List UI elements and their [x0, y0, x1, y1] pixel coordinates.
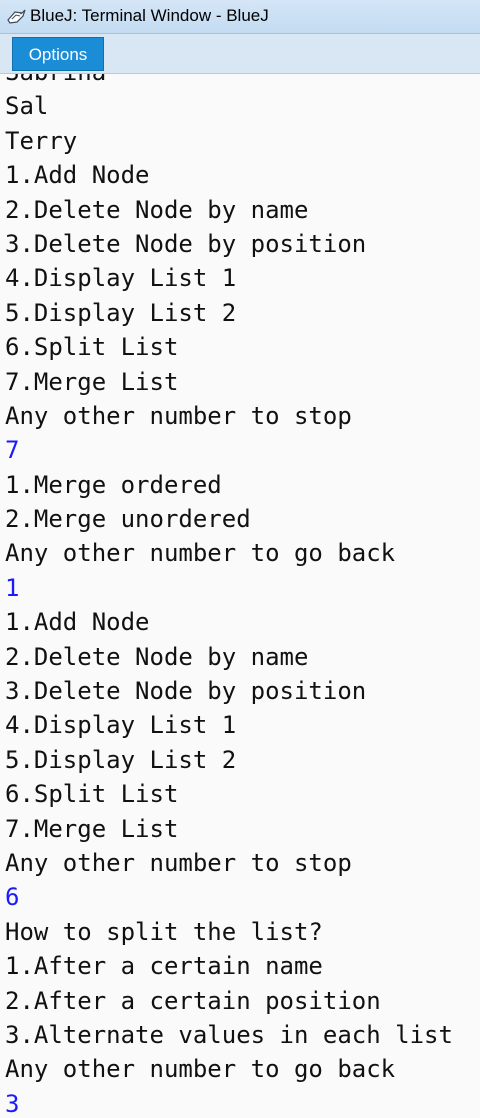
terminal-line: 7.Merge List — [5, 367, 179, 396]
terminal-line: Any other number to stop — [5, 848, 352, 877]
terminal-line: Any other number to go back — [5, 539, 396, 568]
terminal-line: 2.Delete Node by name — [5, 195, 309, 224]
terminal-line: 2.Delete Node by name — [5, 642, 309, 671]
terminal-line: 3.Delete Node by position — [5, 229, 367, 258]
bluej-bird-icon — [6, 8, 26, 26]
terminal-line: Sal — [5, 92, 49, 121]
terminal-line: 2.After a certain position — [5, 986, 381, 1015]
menu-bar: Options — [0, 34, 480, 74]
terminal-line: 1.Merge ordered — [5, 470, 222, 499]
terminal-output[interactable]: SabrinaSalTerry 1.Add Node 2.Delete Node b… — [0, 74, 480, 1118]
terminal-line: 5.Display List 2 — [5, 745, 237, 774]
title-bar[interactable]: BlueJ: Terminal Window - BlueJ — [0, 0, 480, 34]
terminal-line: Any other number to go back — [5, 1055, 396, 1084]
terminal-line: 7.Merge List — [5, 814, 179, 843]
terminal-line: 2.Merge unordered — [5, 505, 251, 534]
terminal-line: 4.Display List 1 — [5, 711, 237, 740]
window-title: BlueJ: Terminal Window - BlueJ — [30, 6, 269, 25]
terminal-line: 6.Split List — [5, 780, 179, 809]
user-input-line: 1 — [5, 573, 20, 602]
user-input-line: 6 — [5, 883, 20, 912]
terminal-line: 3.Alternate values in each list — [5, 1020, 453, 1049]
terminal-lines: SabrinaSalTerry 1.Add Node 2.Delete Node b… — [5, 74, 453, 1118]
terminal-line: 6.Split List — [5, 333, 179, 362]
options-menu[interactable]: Options — [12, 37, 104, 71]
terminal-line: 1.After a certain name — [5, 952, 323, 981]
user-input-line: 7 — [5, 436, 20, 465]
terminal-line: Terry — [5, 126, 78, 155]
terminal-line: 1.Add Node — [5, 161, 150, 190]
terminal-line: 1.Add Node — [5, 608, 150, 637]
terminal-line: 4.Display List 1 — [5, 264, 237, 293]
user-input-line: 3 — [5, 1089, 20, 1118]
terminal-line: 3.Delete Node by position — [5, 677, 367, 706]
terminal-line: Sabrina — [5, 74, 453, 89]
terminal-line: How to split the list? — [5, 917, 323, 946]
terminal-line: 5.Display List 2 — [5, 298, 237, 327]
terminal-line: Any other number to stop — [5, 401, 352, 430]
